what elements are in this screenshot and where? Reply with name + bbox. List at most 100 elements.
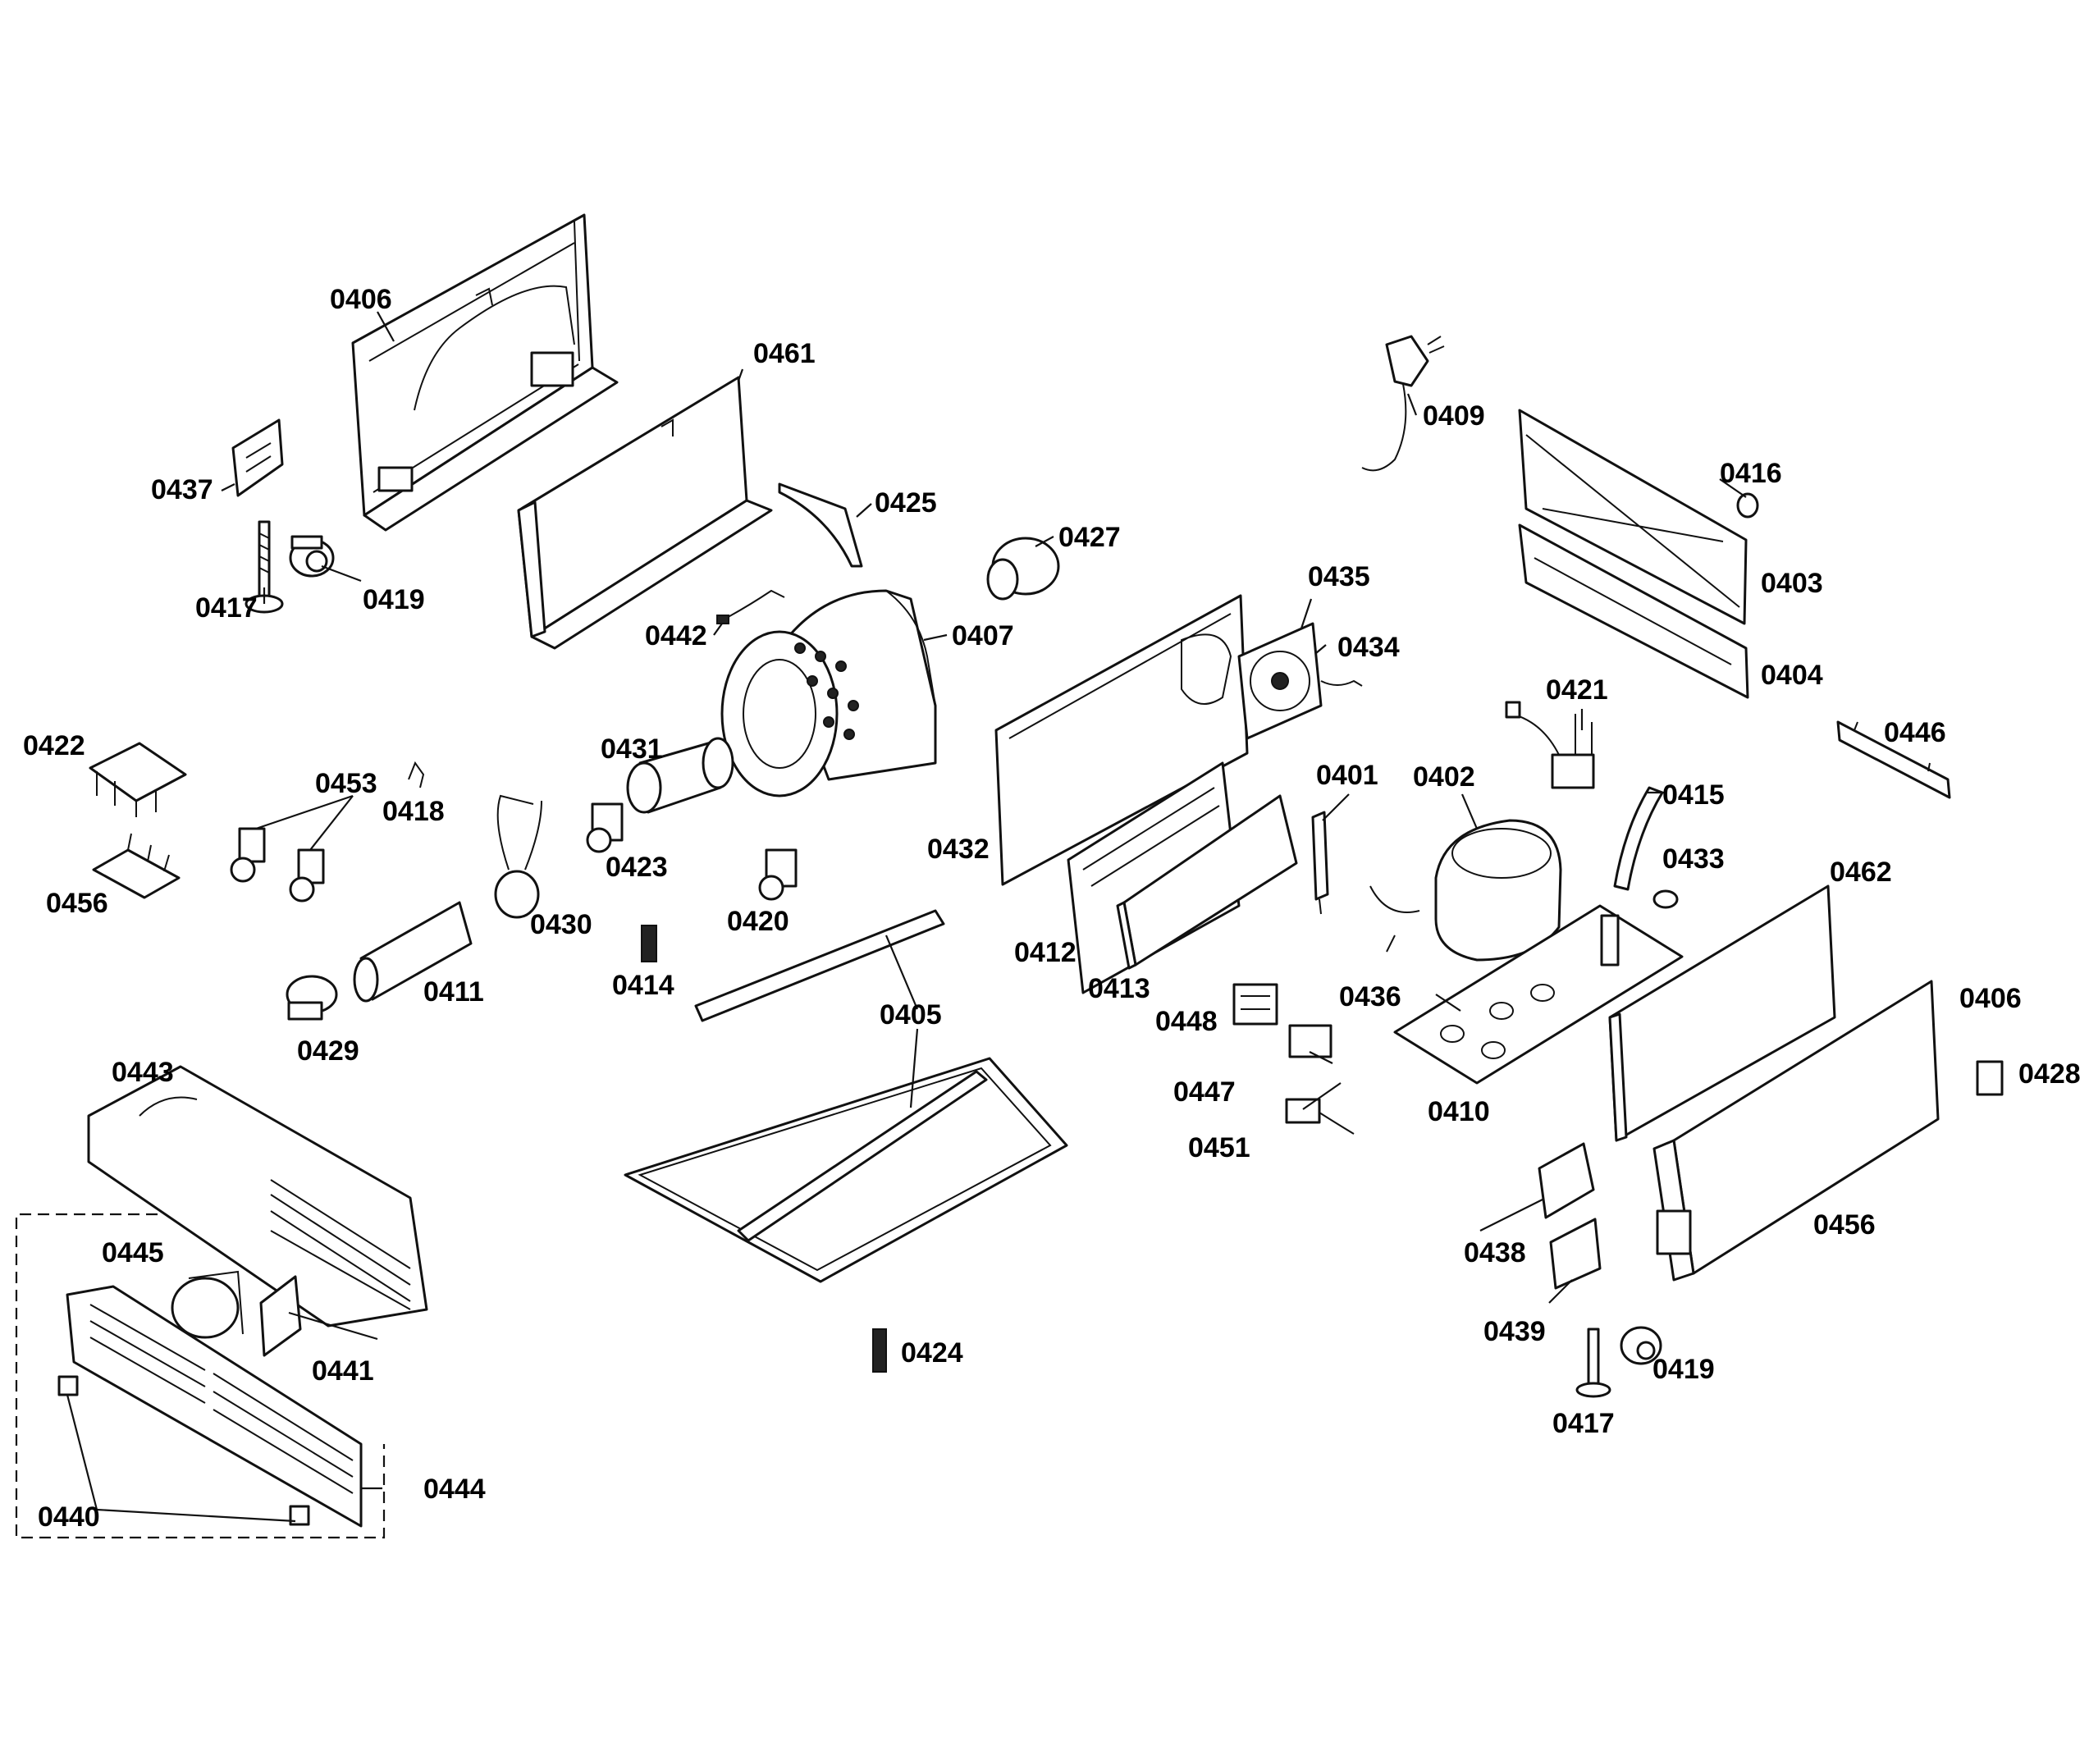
part-0406-frame-panel bbox=[351, 213, 619, 532]
part-0407-fan-drum bbox=[720, 589, 937, 797]
part-0442-sensor bbox=[716, 589, 785, 624]
callout-0406-b: 0406 bbox=[1959, 983, 2022, 1014]
callout-0438: 0438 bbox=[1464, 1237, 1526, 1268]
callout-0401: 0401 bbox=[1316, 760, 1378, 791]
part-0403-panel bbox=[1518, 409, 1748, 625]
callout-0416: 0416 bbox=[1720, 458, 1782, 489]
callout-0437: 0437 bbox=[151, 474, 213, 505]
part-0430-connector bbox=[494, 794, 542, 919]
callout-0442: 0442 bbox=[645, 620, 707, 651]
callout-0443: 0443 bbox=[112, 1057, 174, 1088]
callout-0404: 0404 bbox=[1761, 660, 1823, 691]
callout-0436: 0436 bbox=[1339, 981, 1401, 1012]
callout-0410: 0410 bbox=[1428, 1096, 1490, 1127]
callout-0432: 0432 bbox=[927, 834, 990, 865]
callout-0415: 0415 bbox=[1662, 779, 1725, 811]
part-0423-valve bbox=[586, 802, 624, 853]
part-0410-base-plate bbox=[1393, 904, 1684, 1085]
part-0416-grommet bbox=[1736, 492, 1759, 519]
callout-0456-b: 0456 bbox=[1813, 1209, 1876, 1241]
part-0453-valves bbox=[230, 827, 325, 903]
callout-0451: 0451 bbox=[1188, 1132, 1250, 1163]
part-0401-drier bbox=[1311, 811, 1329, 915]
callout-0403: 0403 bbox=[1761, 568, 1823, 599]
part-0419-caster-left bbox=[289, 535, 335, 578]
part-0443-air-duct bbox=[87, 1065, 428, 1328]
callout-0447: 0447 bbox=[1173, 1076, 1236, 1108]
part-0461-rear-panel bbox=[517, 376, 773, 650]
callout-0402: 0402 bbox=[1413, 761, 1475, 793]
part-0451-connector bbox=[1285, 1098, 1355, 1135]
callout-labels: 0406 0461 0437 0417 0419 0425 0427 0442 … bbox=[23, 284, 2081, 1533]
callout-0412: 0412 bbox=[1014, 937, 1076, 968]
callout-0456-a: 0456 bbox=[46, 888, 108, 919]
callout-0420: 0420 bbox=[727, 906, 789, 937]
part-0438-board bbox=[1538, 1142, 1595, 1219]
part-0446-bracket bbox=[1836, 720, 1951, 799]
callout-0407: 0407 bbox=[952, 620, 1014, 651]
callout-0439: 0439 bbox=[1483, 1316, 1546, 1347]
part-0420-valve bbox=[758, 848, 798, 901]
callout-0419-a: 0419 bbox=[363, 584, 425, 615]
callout-0427: 0427 bbox=[1058, 522, 1121, 553]
part-0431-cylinder bbox=[626, 737, 734, 814]
callout-0424: 0424 bbox=[901, 1337, 963, 1369]
part-0432-panel bbox=[994, 594, 1249, 886]
callout-0453: 0453 bbox=[315, 768, 377, 799]
part-0418-clip bbox=[408, 761, 425, 788]
part-0415-hose bbox=[1613, 786, 1664, 891]
callout-0417-b: 0417 bbox=[1552, 1408, 1615, 1439]
callout-0428: 0428 bbox=[2018, 1058, 2081, 1090]
part-0419-caster-right bbox=[1620, 1326, 1662, 1365]
callout-0435: 0435 bbox=[1308, 561, 1370, 592]
callout-0411: 0411 bbox=[423, 976, 484, 1008]
callout-0419-b: 0419 bbox=[1652, 1354, 1715, 1385]
part-0422-cover bbox=[89, 742, 187, 817]
callout-0461: 0461 bbox=[753, 338, 816, 369]
callout-0422: 0422 bbox=[23, 730, 85, 761]
part-0412-evaporator bbox=[1067, 761, 1241, 994]
part-0435-fan bbox=[1237, 622, 1363, 740]
part-0425-bracket bbox=[778, 482, 863, 568]
callout-0433: 0433 bbox=[1662, 843, 1725, 875]
callout-0417-a: 0417 bbox=[195, 592, 258, 624]
callout-0418: 0418 bbox=[382, 796, 445, 827]
part-0444-grille bbox=[66, 1285, 363, 1528]
part-0402-compressor bbox=[1369, 819, 1562, 962]
callout-0429: 0429 bbox=[297, 1035, 359, 1067]
callout-0405: 0405 bbox=[880, 999, 942, 1031]
part-0404-panel bbox=[1518, 523, 1749, 699]
callout-0446: 0446 bbox=[1884, 717, 1946, 748]
part-0441-bracket bbox=[259, 1275, 302, 1357]
part-0421-relay bbox=[1505, 701, 1595, 789]
callout-0423: 0423 bbox=[606, 852, 668, 883]
leader-lines bbox=[66, 311, 1747, 1523]
callout-0445: 0445 bbox=[102, 1237, 164, 1268]
part-group-box bbox=[15, 1213, 386, 1539]
callout-0414: 0414 bbox=[612, 970, 674, 1001]
callout-0431: 0431 bbox=[601, 733, 663, 765]
part-0411-cylinder bbox=[353, 901, 473, 1003]
part-0405-drip-tray bbox=[624, 909, 1068, 1283]
callout-0448: 0448 bbox=[1155, 1006, 1218, 1037]
part-0433-grommet bbox=[1652, 889, 1679, 909]
part-0456-clip-left bbox=[92, 833, 181, 899]
part-0445-filter bbox=[171, 1270, 244, 1339]
callout-0425: 0425 bbox=[875, 487, 937, 519]
part-0413-cover bbox=[1116, 794, 1298, 970]
callout-0440: 0440 bbox=[38, 1501, 100, 1533]
part-0424-spring bbox=[872, 1328, 887, 1373]
callout-0421: 0421 bbox=[1546, 674, 1608, 706]
callout-0444: 0444 bbox=[423, 1474, 486, 1505]
part-0440-pads bbox=[57, 1375, 310, 1526]
callout-0406-a: 0406 bbox=[330, 284, 392, 315]
part-0409-power-cord bbox=[1361, 335, 1445, 472]
callout-0409: 0409 bbox=[1423, 400, 1485, 432]
part-0429-knob bbox=[286, 975, 338, 1021]
part-0448-relay bbox=[1232, 983, 1278, 1026]
part-0462-side-panel bbox=[1608, 884, 1836, 1142]
part-0427-motor bbox=[986, 537, 1060, 601]
callout-0430: 0430 bbox=[530, 909, 592, 940]
part-0437-bracket bbox=[231, 418, 284, 497]
